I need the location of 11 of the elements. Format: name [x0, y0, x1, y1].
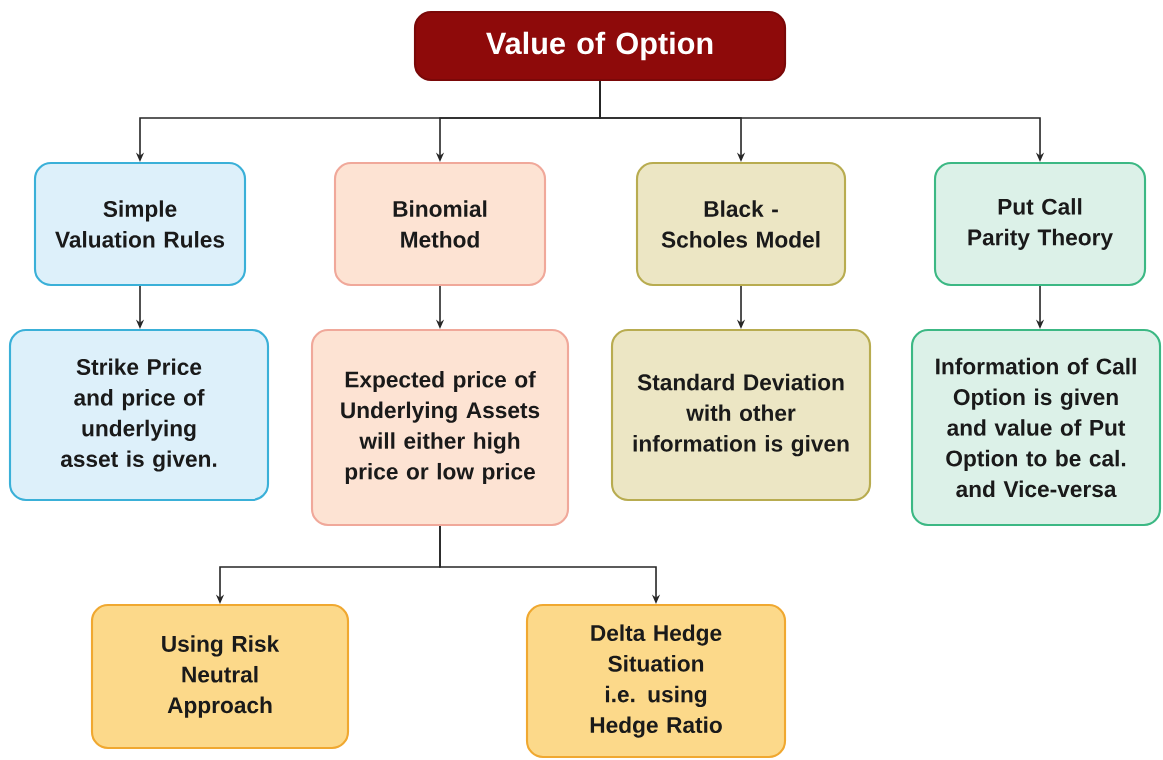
- title-box: Value of Option: [413, 10, 787, 82]
- category-box: Black - Scholes Model: [635, 161, 847, 287]
- method-box: Delta Hedge Situation i.e. using Hedge Ratio: [525, 603, 787, 759]
- description-box: Strike Price and price of underlying asset is given.: [8, 328, 270, 502]
- category-box: Simple Valuation Rules: [33, 161, 247, 287]
- description-box: Information of Call Option is given and value of Put Option to be cal. and Vice-versa: [910, 328, 1162, 527]
- category-box: Binomial Method: [333, 161, 547, 287]
- description-box: Standard Deviation with other information is given: [610, 328, 872, 502]
- method-box: Using Risk Neutral Approach: [90, 603, 350, 750]
- category-box: Put Call Parity Theory: [933, 161, 1147, 287]
- description-box: Expected price of Underlying Assets will either high price or low price: [310, 328, 570, 527]
